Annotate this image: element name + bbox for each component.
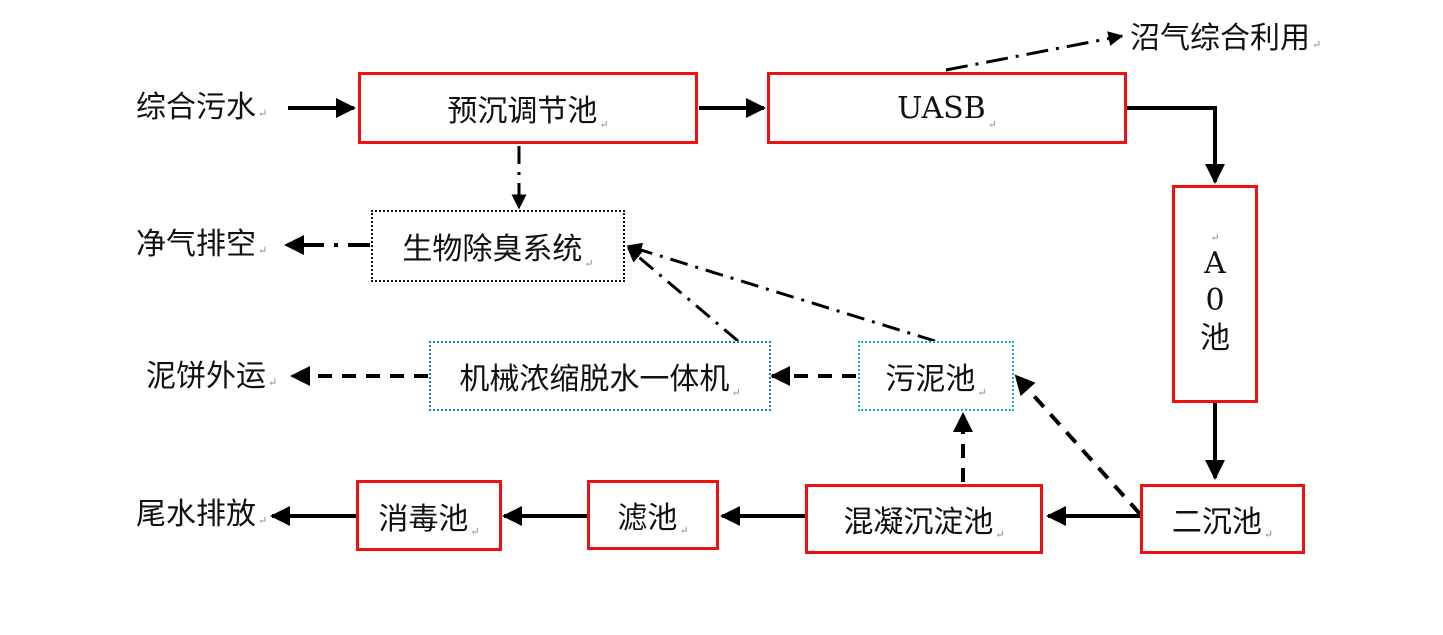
filter-tank: 滤池↵ bbox=[587, 480, 719, 550]
input-mixed-wastewater-text: 综合污水 bbox=[136, 90, 256, 125]
output-clean-air-discharge-text: 净气排空 bbox=[136, 227, 256, 262]
paragraph-mark: ↵ bbox=[1312, 38, 1322, 51]
dewatering-machine-label: 机械浓缩脱水一体机 bbox=[459, 362, 730, 397]
paragraph-mark: ↵ bbox=[268, 376, 278, 389]
output-biogas-utilization: 沼气综合利用↵ bbox=[1130, 24, 1321, 54]
paragraph-mark: ↵ bbox=[1263, 528, 1274, 541]
paragraph-mark: ↵ bbox=[977, 386, 987, 399]
paragraph-mark: ↵ bbox=[258, 244, 268, 257]
output-sludge-cake-transport-text: 泥饼外运 bbox=[146, 359, 266, 394]
sludge-tank-label: 污泥池 bbox=[885, 362, 976, 397]
arrow-sludge-tank-to-deodorization bbox=[626, 242, 936, 343]
uasb-reactor-label: UASB bbox=[897, 90, 986, 126]
filter-tank-label: 滤池 bbox=[617, 501, 678, 536]
dewatering-machine: 机械浓缩脱水一体机↵ bbox=[429, 341, 771, 411]
disinfection-tank: 消毒池↵ bbox=[356, 480, 502, 551]
paragraph-mark: ↵ bbox=[1210, 230, 1220, 244]
pre-settling-equalization-tank: 预沉调节池↵ bbox=[358, 72, 698, 144]
paragraph-mark: ↵ bbox=[731, 386, 741, 399]
secondary-clarifier-label: 二沉池 bbox=[1171, 505, 1262, 540]
coagulation-sedimentation-tank: 混凝沉淀池↵ bbox=[805, 484, 1043, 554]
paragraph-mark: ↵ bbox=[584, 257, 594, 270]
ao-tank: ↵ A 0 池 bbox=[1172, 185, 1258, 403]
pre-settling-equalization-tank-label: 预沉调节池 bbox=[447, 94, 598, 129]
paragraph-mark: ↵ bbox=[599, 118, 609, 131]
arrow-uasb-to-ao-tank bbox=[1126, 106, 1225, 184]
ao-tank-label-tank: 池 bbox=[1200, 320, 1230, 356]
bio-deodorization-system-label: 生物除臭系统 bbox=[402, 232, 583, 267]
paragraph-mark: ↵ bbox=[987, 118, 997, 131]
paragraph-mark: ↵ bbox=[470, 525, 480, 538]
output-biogas-utilization-text: 沼气综合利用 bbox=[1130, 21, 1310, 56]
input-mixed-wastewater: 综合污水↵ bbox=[136, 93, 267, 123]
coagulation-sedimentation-tank-label: 混凝沉淀池 bbox=[843, 505, 994, 540]
ao-tank-label-a: A bbox=[1204, 245, 1226, 281]
paragraph-mark: ↵ bbox=[995, 528, 1005, 541]
ao-tank-label-o: 0 bbox=[1205, 283, 1225, 319]
secondary-clarifier: 二沉池↵ bbox=[1140, 484, 1305, 554]
paragraph-mark: ↵ bbox=[258, 514, 268, 527]
output-effluent-discharge-text: 尾水排放 bbox=[136, 497, 256, 532]
output-sludge-cake-transport: 泥饼外运↵ bbox=[146, 362, 277, 392]
disinfection-tank-label: 消毒池 bbox=[378, 501, 469, 537]
arrow-dewatering-to-deodorization bbox=[626, 246, 739, 343]
output-effluent-discharge: 尾水排放↵ bbox=[136, 500, 267, 530]
paragraph-mark: ↵ bbox=[679, 524, 689, 537]
arrow-secondary-to-sludge-tank bbox=[1014, 374, 1142, 516]
uasb-reactor: UASB↵ bbox=[767, 72, 1127, 144]
bio-deodorization-system: 生物除臭系统↵ bbox=[371, 210, 625, 282]
paragraph-mark: ↵ bbox=[258, 107, 268, 120]
sludge-tank: 污泥池↵ bbox=[858, 341, 1014, 411]
output-clean-air-discharge: 净气排空↵ bbox=[136, 230, 267, 260]
arrow-uasb-to-biogas bbox=[945, 31, 1124, 72]
